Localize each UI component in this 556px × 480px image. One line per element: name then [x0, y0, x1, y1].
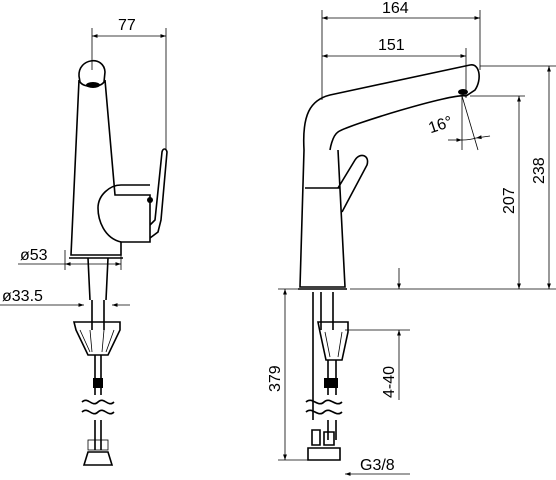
lever-cap	[78, 60, 106, 88]
break-wave-2	[81, 409, 115, 415]
hoses-front	[94, 355, 102, 450]
lever-cap-mark	[86, 82, 100, 88]
dim-base-diameter: ø53	[20, 247, 48, 264]
angle-ref-slant	[461, 95, 479, 151]
bracket-ribs	[79, 329, 115, 353]
break-wave-1	[81, 399, 115, 405]
fixing-bracket-side	[317, 321, 349, 361]
shank-side	[312, 292, 334, 420]
break-wave-side-1	[305, 399, 343, 405]
handle-bulge	[97, 184, 150, 243]
thread-fitting	[307, 447, 341, 461]
break-wave-side-2	[305, 409, 343, 415]
bracket-ribs-side	[324, 331, 343, 358]
dim-overall-reach: 164	[382, 0, 409, 17]
shank-front	[87, 257, 109, 330]
dim-width-top: 77	[118, 17, 136, 34]
dim-overall-height: 238	[531, 157, 548, 184]
dim-countertop-thickness: 4-40	[381, 366, 398, 398]
connectors-side	[311, 429, 335, 446]
angle-arc	[461, 137, 477, 141]
front-view: 77 ø53 ø33.5	[0, 17, 168, 466]
hoses-side	[327, 360, 337, 440]
dim-spout-reach: 151	[378, 37, 405, 54]
lever-side	[337, 154, 369, 213]
side-lever	[149, 148, 168, 239]
dim-thread-size: G3/8	[360, 457, 395, 474]
hose-nut-1	[93, 378, 103, 388]
connector-nut	[87, 439, 109, 451]
dim-supply-length: 379	[267, 365, 284, 392]
lever-pivot	[147, 197, 153, 203]
side-view: 164 151 16° 207 238 4-40 379 G3/8	[267, 0, 556, 476]
connectors-front	[82, 451, 114, 466]
aerator	[458, 89, 468, 95]
spout	[302, 64, 480, 151]
faucet-body-side	[299, 149, 346, 288]
hose-nut-side	[324, 378, 338, 388]
dim-shank-diameter: ø33.5	[2, 288, 43, 305]
fixing-bracket-front	[72, 321, 121, 356]
dim-spout-height: 207	[501, 187, 518, 214]
dim-spout-angle: 16°	[426, 114, 454, 138]
angle-arrow-right	[475, 135, 491, 140]
faucet-body-front	[70, 79, 151, 256]
